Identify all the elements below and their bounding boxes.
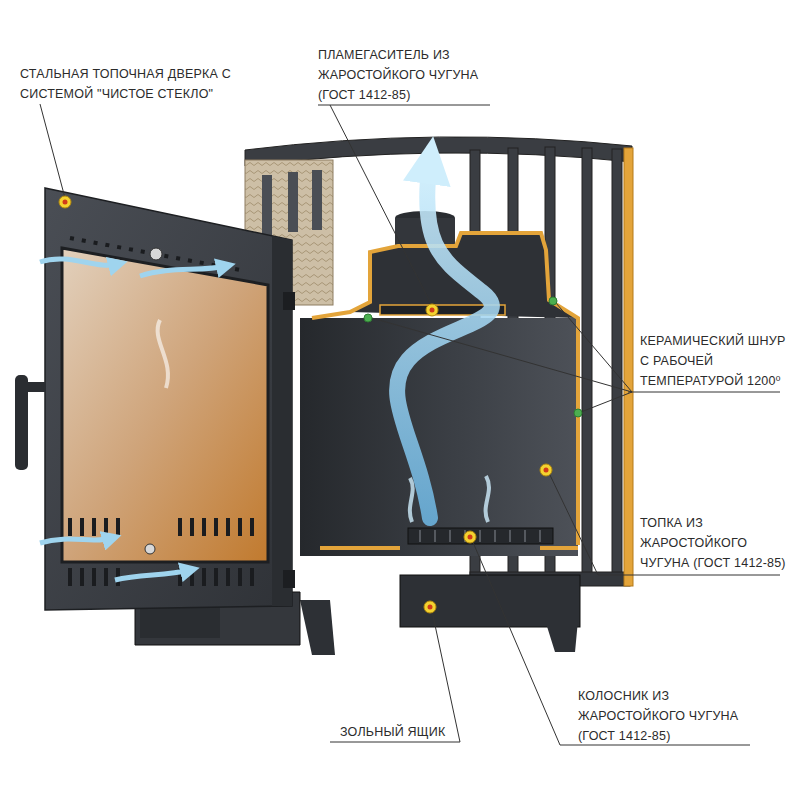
firebox	[320, 546, 578, 550]
firebox	[420, 530, 540, 542]
shield-ring	[612, 149, 622, 585]
callout-dot	[424, 601, 436, 613]
callout-label: ТОПКА ИЗ ЖАРОСТОЙКОГО ЧУГУНА (ГОСТ 1412-…	[640, 513, 798, 573]
callout-label: ПЛАМЕГАСИТЕЛЬ ИЗ ЖАРОСТОЙКОГО ЧУГУНА (ГО…	[318, 45, 493, 105]
air-flow	[158, 320, 168, 388]
insulation-block	[288, 172, 298, 232]
callout-dot	[59, 196, 582, 613]
callout-label: КОЛОСНИК ИЗ ЖАРОСТОЙКОГО ЧУГУНА (ГОСТ 14…	[578, 686, 758, 746]
air-flow	[140, 266, 226, 276]
callout-dot	[544, 468, 549, 473]
air-flow	[486, 476, 489, 522]
leader-line	[40, 104, 65, 198]
firebox-door	[70, 568, 252, 586]
air-flow	[40, 538, 112, 543]
firebox-door	[15, 188, 295, 610]
insulation-block	[262, 175, 272, 235]
leader-line	[372, 303, 780, 412]
leader-line	[40, 104, 780, 745]
air-flow	[40, 259, 118, 265]
firebox-door	[145, 544, 155, 554]
shield-ring	[624, 148, 633, 586]
ash-box	[300, 600, 335, 655]
callout-dot	[364, 314, 372, 322]
firebox-door	[283, 292, 295, 310]
callout-dot	[540, 464, 552, 476]
air-flow	[115, 570, 190, 580]
leader-line	[330, 611, 460, 742]
callout-label: КЕРАМИЧЕСКИЙ ШНУР С РАБОЧЕЙ ТЕМПЕРАТУРОЙ…	[640, 331, 790, 391]
firebox-door	[70, 518, 252, 536]
firebox	[312, 233, 578, 545]
callout-dot	[428, 605, 433, 610]
callout-dot	[59, 196, 71, 208]
firebox	[300, 318, 578, 556]
callout-dot	[549, 297, 557, 305]
ash-box	[545, 620, 578, 652]
callout-dot	[426, 304, 438, 316]
callout-dot	[574, 409, 582, 417]
shield-ring	[245, 137, 633, 586]
firebox-door	[62, 248, 268, 562]
callout-dot	[468, 535, 473, 540]
callout-dot	[63, 200, 68, 205]
air-flow	[410, 478, 413, 522]
firebox-door	[283, 570, 295, 588]
air-flow	[40, 160, 492, 580]
firebox-door	[150, 248, 162, 260]
callout-label: СТАЛЬНАЯ ТОПОЧНАЯ ДВЕРКА С СИСТЕМОЙ "ЧИС…	[20, 64, 232, 104]
firebox-door	[45, 188, 292, 610]
leader-line	[318, 105, 490, 306]
firebox-door	[272, 236, 292, 606]
insulation-block	[312, 170, 322, 230]
firebox	[408, 528, 553, 544]
callout-label: ЗОЛЬНЫЙ ЯЩИК	[340, 722, 540, 742]
firebox-door	[26, 382, 46, 392]
shield-ring	[582, 148, 592, 585]
callout-dot	[464, 531, 476, 543]
callout-dot	[430, 308, 435, 313]
